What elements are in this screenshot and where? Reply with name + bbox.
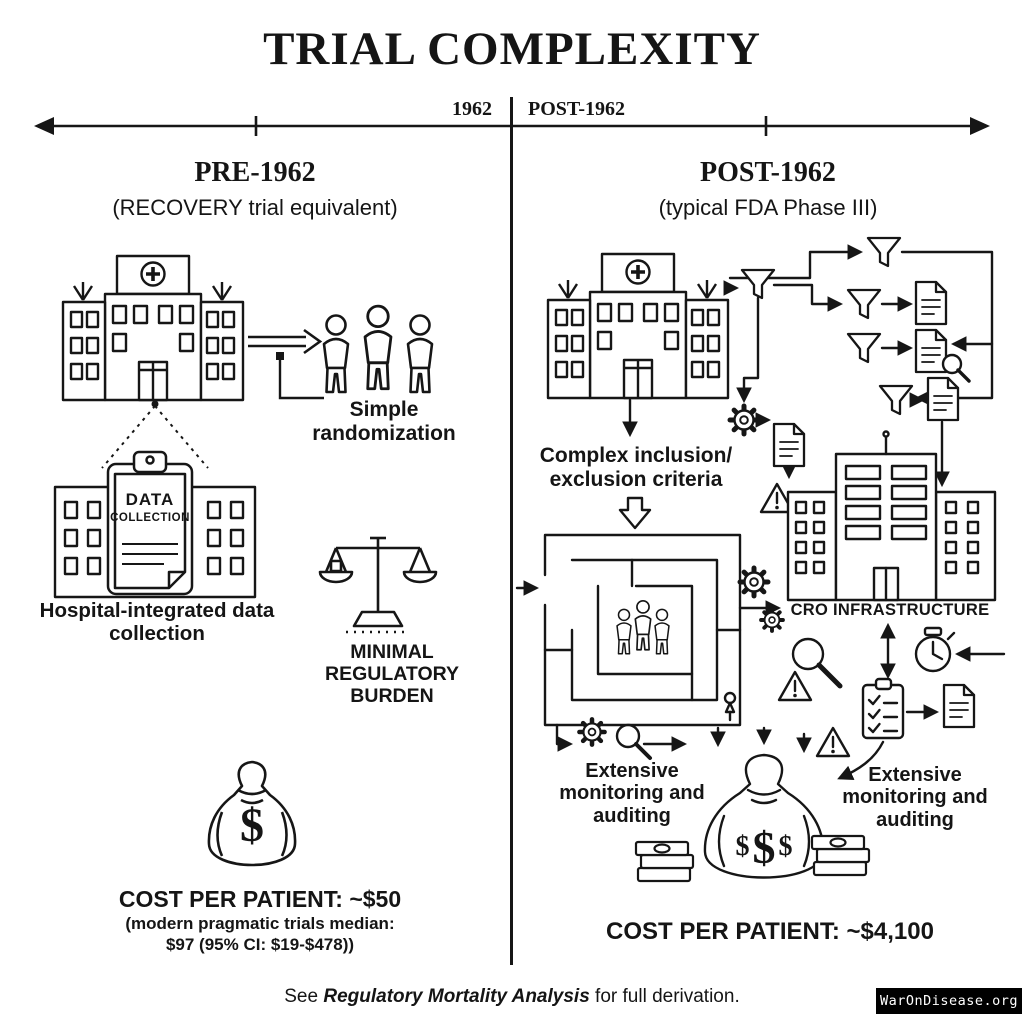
right-panel-subheading: (typical FDA Phase III) xyxy=(658,195,878,220)
left-cost-note-line2: $97 (95% CI: $19-$478)) xyxy=(165,935,355,954)
left-cost-note-line1: (modern pragmatic trials median: xyxy=(125,914,395,933)
footer-note: See Regulatory Mortality Analysis for fu… xyxy=(0,986,1024,1008)
funnel-icon xyxy=(740,268,776,300)
funnel-icon xyxy=(846,288,882,320)
page-title: TRIAL COMPLEXITY xyxy=(263,23,761,75)
document-icon xyxy=(942,683,976,729)
data-collection-label: Hospital-integrated data collection xyxy=(39,599,275,645)
document-icon xyxy=(772,422,806,468)
stopwatch-icon xyxy=(914,626,956,673)
warning-icon xyxy=(815,726,851,758)
arrow-right-icon xyxy=(970,117,990,135)
cash-stack-icon xyxy=(810,834,871,877)
magnifier-icon xyxy=(941,353,971,383)
criteria-label: Complex inclusion/ exclusion criteria xyxy=(539,444,733,491)
connector-line xyxy=(276,352,324,400)
weight-icon xyxy=(329,559,343,573)
dollar-symbol: $ xyxy=(752,821,776,873)
regulatory-burden-label: MINIMAL REGULATORY BURDEN xyxy=(325,641,459,707)
cash-stack-icon xyxy=(634,840,695,883)
dollar-symbol: $ xyxy=(735,831,750,862)
hospital-icon xyxy=(61,254,245,402)
medical-cross-icon xyxy=(146,267,160,281)
funnel-icon xyxy=(878,384,914,416)
flow-connectors xyxy=(515,244,1006,781)
dollar-symbol: $ xyxy=(778,831,793,862)
antenna-icon xyxy=(72,282,94,301)
projection-beam-icon xyxy=(101,400,209,469)
people-icon xyxy=(322,304,434,394)
gear-icon xyxy=(740,568,768,596)
randomization-arrow-icon xyxy=(248,328,323,355)
funnel-icon xyxy=(846,332,882,364)
monitoring-label-right: Extensive monitoring and auditing xyxy=(842,764,988,831)
clipboard-icon xyxy=(106,450,194,596)
antenna-icon xyxy=(557,280,579,299)
cro-infrastructure-label: CRO INFRASTRUCTURE xyxy=(790,601,990,619)
magnifier-icon xyxy=(791,637,843,689)
clipboard-title: DATA xyxy=(125,490,175,509)
left-cost-label: COST PER PATIENT: ~$50 xyxy=(118,886,402,912)
timeline-label-post-1962: POST-1962 xyxy=(528,98,626,120)
monitoring-label-left: Extensive monitoring and auditing xyxy=(559,760,705,827)
maze-icon xyxy=(543,533,742,727)
footer-suffix: for full derivation. xyxy=(589,986,740,1007)
randomization-label: Simple randomization xyxy=(312,398,456,445)
right-panel-heading: POST-1962 xyxy=(700,157,836,188)
clipboard-subtitle: COLLECTION xyxy=(110,512,190,524)
funnel-icon xyxy=(866,236,902,268)
hospital-icon xyxy=(546,252,730,400)
left-panel-subheading: (RECOVERY trial equivalent) xyxy=(112,195,398,220)
footer-prefix: See xyxy=(284,986,324,1007)
down-arrow-icon xyxy=(618,496,652,530)
post-1962-flow-diagram xyxy=(515,236,1006,883)
cro-buildings-icon xyxy=(786,430,997,602)
magnifier-icon xyxy=(615,723,652,760)
antenna-icon xyxy=(211,282,233,301)
watermark-badge: WarOnDisease.org xyxy=(876,988,1022,1014)
money-bag-icon xyxy=(207,760,297,867)
warning-icon xyxy=(777,670,813,702)
timeline-label-1962: 1962 xyxy=(452,98,492,120)
footer-italic: Regulatory Mortality Analysis xyxy=(323,986,590,1007)
dollar-symbol: $ xyxy=(240,799,264,852)
antenna-icon xyxy=(696,280,718,299)
dollar-symbols: $ $ $ xyxy=(714,818,814,876)
left-panel-heading: PRE-1962 xyxy=(194,157,316,188)
gear-icon xyxy=(759,607,785,633)
medical-cross-icon xyxy=(631,265,645,279)
checklist-icon xyxy=(861,677,905,740)
gear-icon xyxy=(730,406,758,434)
right-cost-label: COST PER PATIENT: ~$4,100 xyxy=(606,918,934,945)
document-icon xyxy=(914,328,948,374)
document-icon xyxy=(914,280,948,326)
vertical-divider xyxy=(510,97,513,965)
scales-icon xyxy=(318,536,438,634)
arrow-left-icon xyxy=(34,117,54,135)
document-icon xyxy=(926,376,960,422)
gear-icon xyxy=(579,719,604,744)
pin-icon xyxy=(723,691,737,722)
